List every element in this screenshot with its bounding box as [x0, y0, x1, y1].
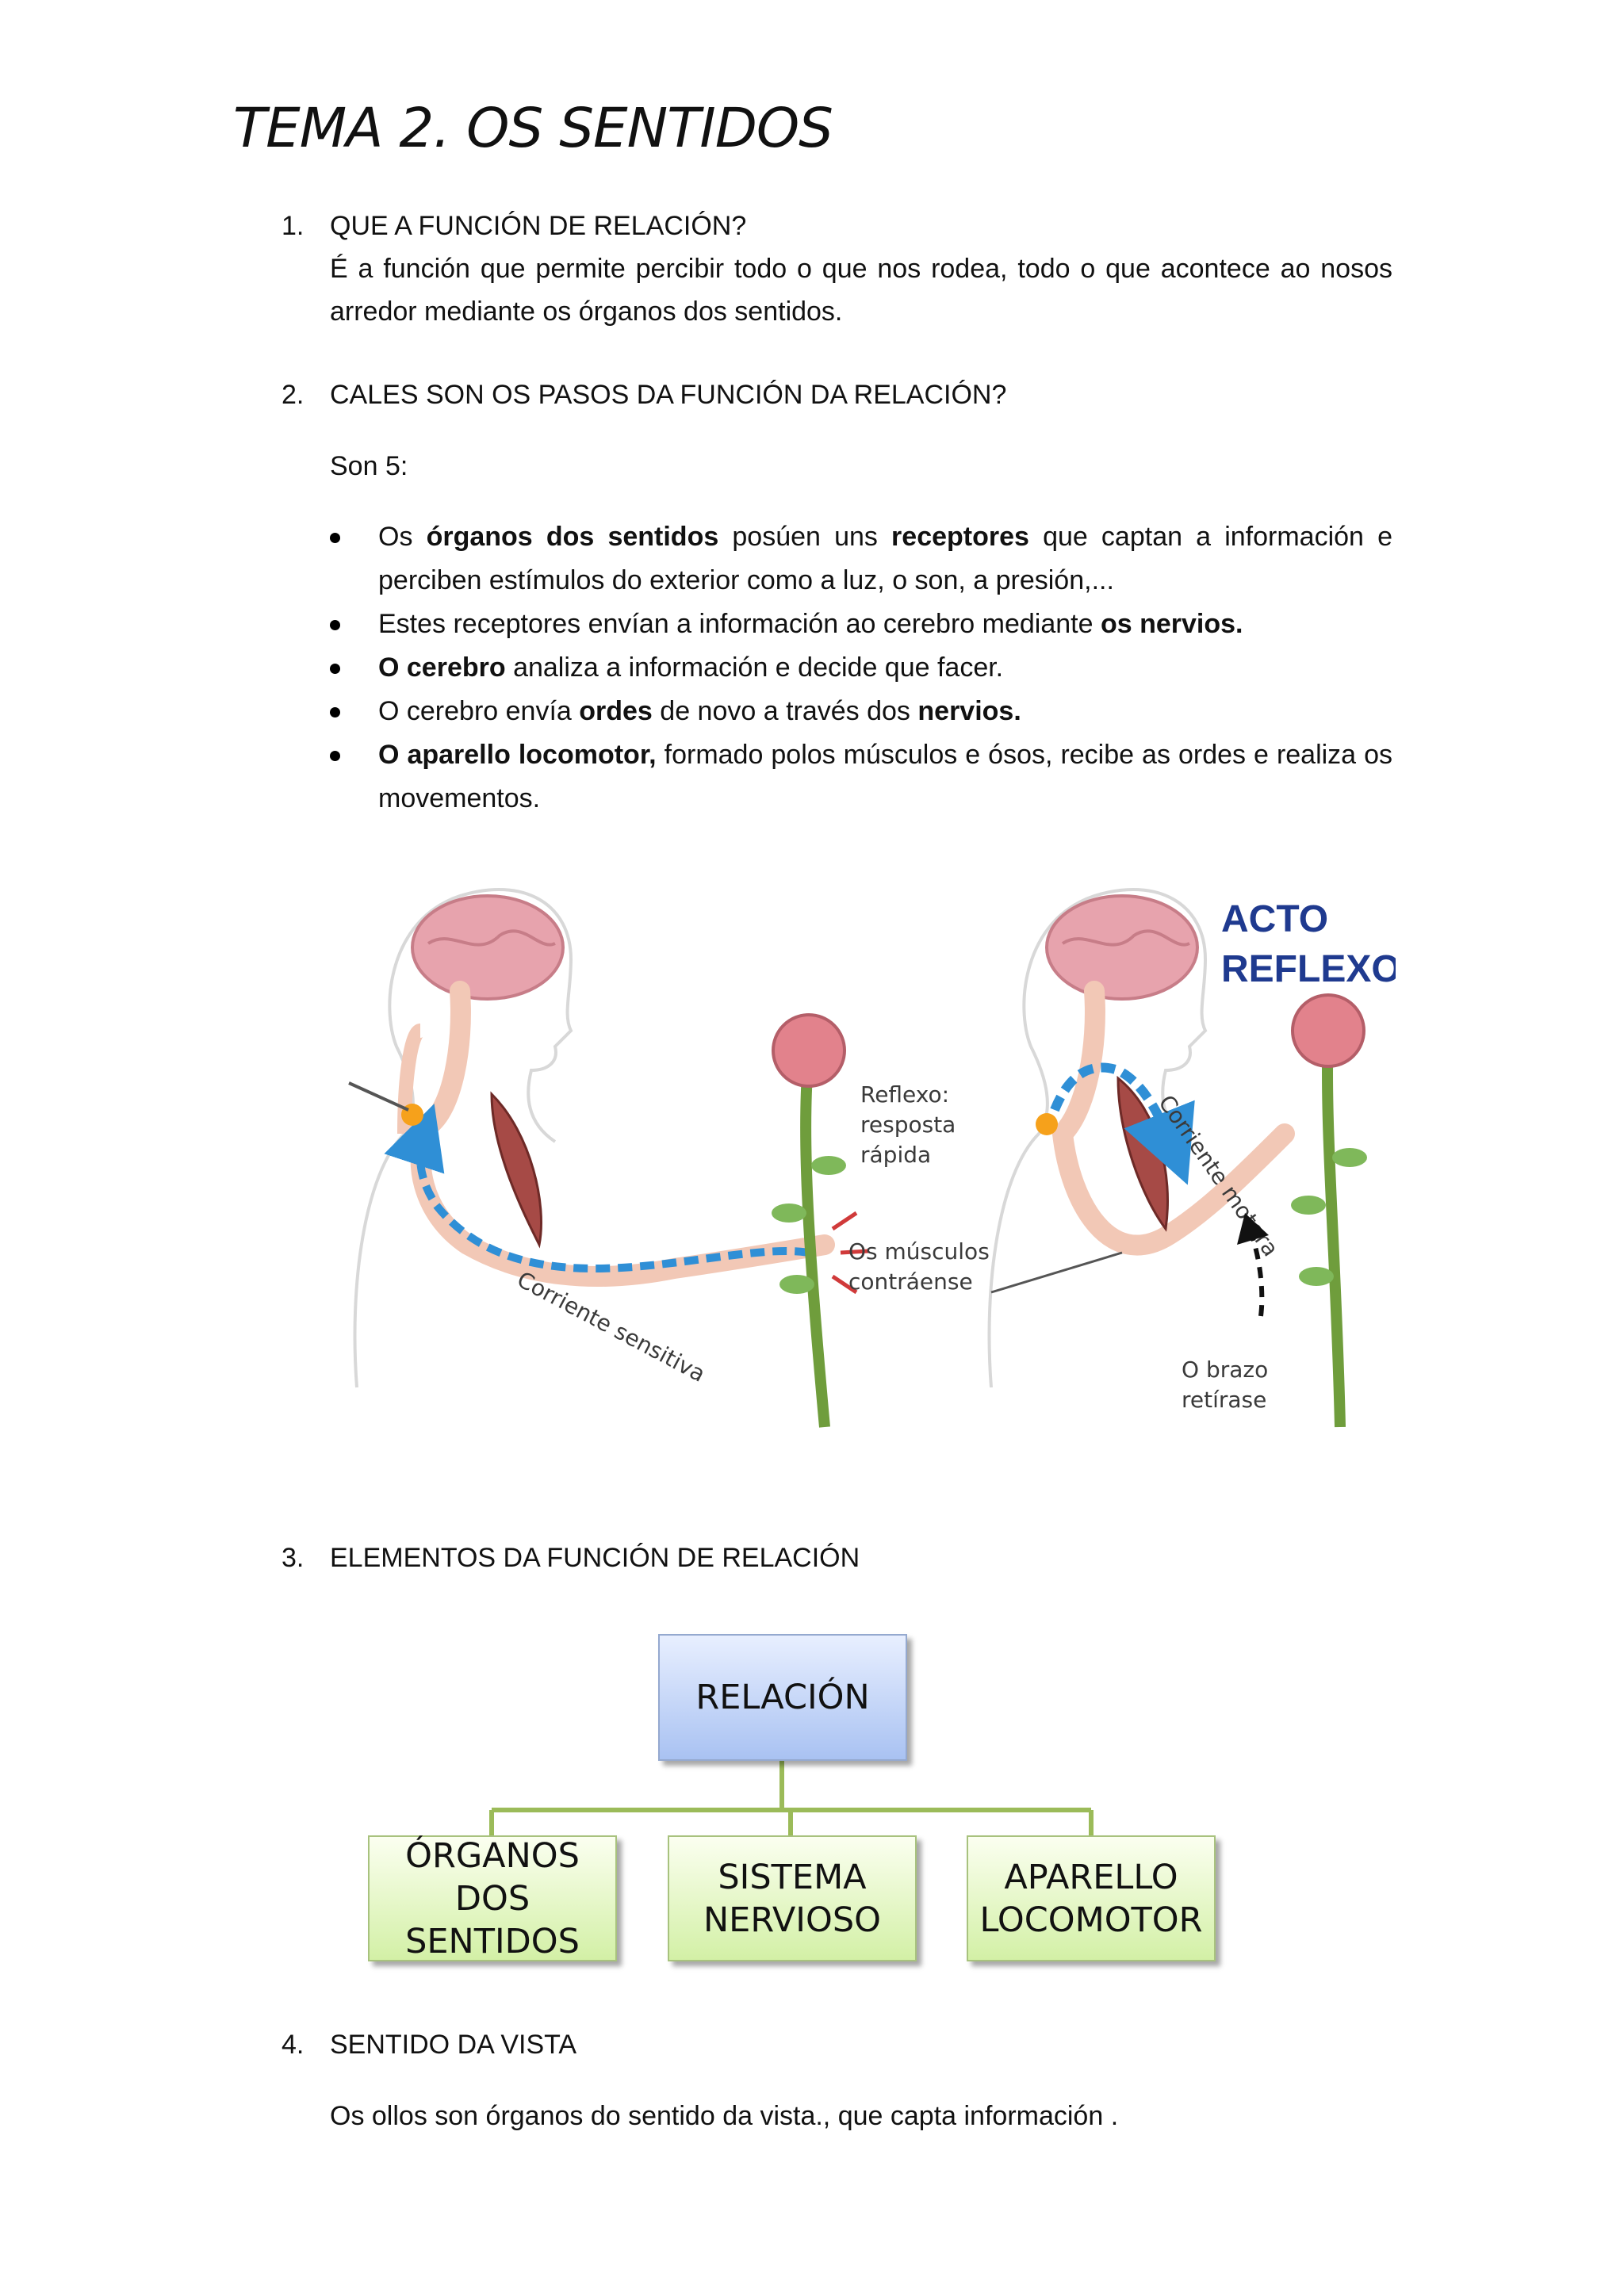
reflex-act-illustration: Corriente sensitiva Corriente motora — [348, 888, 1396, 1428]
left-figure: Corriente sensitiva — [348, 888, 869, 1428]
svg-text:Os músculos: Os músculos — [848, 1238, 990, 1265]
svg-text:Reflexo:: Reflexo: — [860, 1081, 949, 1108]
muscle-icon — [490, 1091, 542, 1249]
svg-text:O brazo: O brazo — [1182, 1357, 1268, 1383]
list-item: Estes receptores envían a información ao… — [330, 603, 1392, 646]
intro-text: Son 5: — [330, 451, 408, 481]
bullet-icon — [330, 533, 340, 543]
svg-text:ACTO: ACTO — [1221, 898, 1328, 940]
section-heading-text: QUE A FUNCIÓN DE RELACIÓN? — [330, 211, 747, 241]
section-number: 1. — [282, 211, 304, 241]
answer-text: É a función que permite percibir todo o … — [330, 254, 1392, 327]
brain-icon — [411, 894, 565, 1001]
answer-text: Os ollos son órganos do sentido da vista… — [330, 2101, 1119, 2131]
svg-text:resposta: resposta — [860, 1112, 956, 1138]
stimulus-icon — [1036, 1113, 1058, 1135]
diagram-root-box: RELACIÓN — [658, 1634, 907, 1761]
page-title: TEMA 2. OS SENTIDOS — [233, 97, 833, 160]
list-item: Os órganos dos sentidos posúen uns recep… — [330, 515, 1392, 603]
svg-text:rápida: rápida — [860, 1142, 931, 1168]
rose-right — [1291, 993, 1367, 1428]
svg-text:retírase: retírase — [1182, 1387, 1266, 1413]
svg-text:REFLEXO: REFLEXO — [1221, 948, 1396, 990]
diagram-root-label: RELACIÓN — [695, 1678, 870, 1717]
section-heading-text: ELEMENTOS DA FUNCIÓN DE RELACIÓN — [330, 1543, 860, 1573]
list-item: O cerebro analiza a información e decide… — [330, 646, 1392, 690]
bullet-icon — [330, 751, 340, 761]
section-1-answer: É a función que permite percibir todo o … — [330, 247, 1392, 333]
section-4-answer: Os ollos son órganos do sentido da vista… — [330, 2095, 1392, 2137]
brain-icon — [1045, 894, 1199, 1001]
bullet-icon — [330, 664, 340, 674]
section-number: 3. — [282, 1543, 304, 1573]
steps-list: Os órganos dos sentidos posúen uns recep… — [330, 515, 1392, 821]
section-2-intro: Son 5: — [330, 445, 1392, 488]
bullet-icon — [330, 620, 340, 630]
arrow-up-icon — [1237, 1213, 1269, 1245]
list-item: O cerebro envía ordes de novo a través d… — [330, 690, 1392, 733]
section-number: 2. — [282, 380, 304, 410]
bullet-icon — [330, 707, 340, 718]
list-item: O aparello locomotor, formado polos músc… — [330, 733, 1392, 821]
section-heading-text: CALES SON OS PASOS DA FUNCIÓN DA RELACIÓ… — [330, 380, 1007, 410]
svg-text:contráense: contráense — [848, 1269, 973, 1295]
rose-left — [772, 1013, 846, 1428]
section-heading-text: SENTIDO DA VISTA — [330, 2030, 577, 2060]
section-number: 4. — [282, 2030, 304, 2060]
